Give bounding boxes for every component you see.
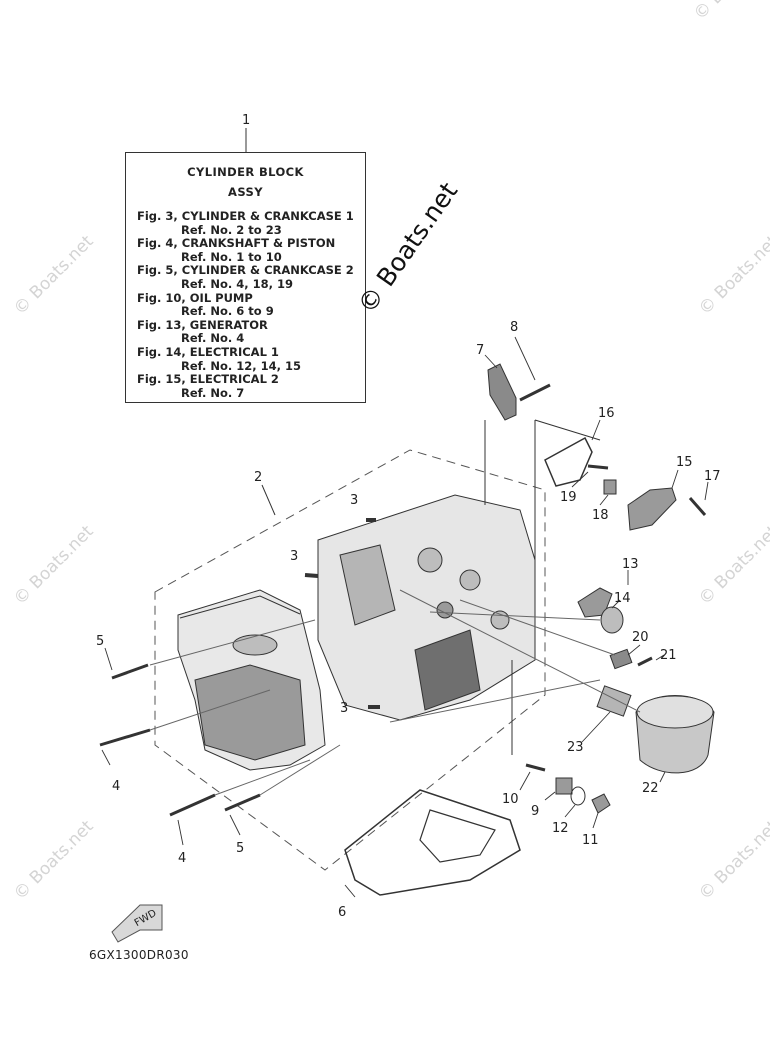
oring-12-part (570, 786, 586, 806)
diagram-code: 6GX1300DR030 (89, 948, 189, 962)
callout-16: 16 (598, 406, 615, 421)
bolt-5a-part (111, 663, 149, 680)
legend-fig: Fig. 14, ELECTRICAL 1 (137, 344, 279, 359)
callout-5a: 5 (96, 634, 104, 649)
assembly-dashed-outline (154, 449, 546, 871)
callout-3b: 3 (290, 549, 298, 564)
bolt-19-part (587, 464, 609, 470)
legend-title-line2: ASSY (228, 185, 263, 199)
legend-ref: Ref. No. 1 to 10 (181, 249, 282, 264)
callout-20: 20 (632, 630, 649, 645)
callout-18: 18 (592, 508, 609, 523)
pin-18-part (603, 479, 617, 495)
bolt-paths (149, 589, 641, 796)
legend-entries: Fig. 3, CYLINDER & CRANKCASE 1 Ref. No. … (137, 209, 365, 400)
callout-6: 6 (338, 905, 346, 920)
callout-23: 23 (567, 740, 584, 755)
legend-box: CYLINDER BLOCK ASSY Fig. 3, CYLINDER & C… (125, 152, 366, 403)
bolt-17-part (688, 497, 707, 516)
callout-8: 8 (510, 320, 518, 335)
legend-fig: Fig. 13, GENERATOR (137, 317, 268, 332)
callout-2: 2 (254, 470, 262, 485)
dowel-9-part (555, 777, 573, 795)
legend-fig: Fig. 3, CYLINDER & CRANKCASE 1 (137, 209, 354, 223)
legend-ref: Ref. No. 2 to 23 (181, 222, 282, 237)
legend-fig: Fig. 4, CRANKSHAFT & PISTON (137, 236, 336, 251)
callout-3a: 3 (350, 493, 358, 508)
cylinder-part (177, 589, 326, 771)
leader-16-link (534, 419, 601, 441)
legend-ref: Ref. No. 4 (181, 331, 245, 346)
callout-9: 9 (531, 804, 539, 819)
callout-7: 7 (476, 343, 484, 358)
bolt-8-part (519, 383, 551, 402)
gasket-6-part (344, 789, 521, 896)
legend-fig: Fig. 5, CYLINDER & CRANKCASE 2 (137, 263, 354, 278)
crankcase-part (317, 494, 536, 721)
housing-15-part (627, 487, 677, 531)
callout-14: 14 (614, 591, 631, 606)
legend-fig: Fig. 15, ELECTRICAL 2 (137, 372, 279, 387)
oring-14-part (600, 606, 624, 634)
fitting-13-part (577, 587, 613, 618)
callout-12: 12 (552, 821, 569, 836)
callout-11: 11 (582, 833, 599, 848)
bolt-5b-part (224, 793, 261, 812)
sleeve-23-part (596, 685, 632, 717)
callout-4a: 4 (112, 779, 120, 794)
callout-5b: 5 (236, 841, 244, 856)
oil-filter-22-part (635, 695, 715, 774)
bolt-21-part (637, 656, 653, 667)
callout-4b: 4 (178, 851, 186, 866)
callout-15: 15 (676, 455, 693, 470)
bolt-3b-part (304, 573, 319, 578)
legend-ref: Ref. No. 12, 14, 15 (181, 358, 302, 373)
callout-1: 1 (242, 113, 250, 128)
callout-13: 13 (622, 557, 639, 572)
gasket-16-part (544, 436, 593, 487)
callout-22: 22 (642, 781, 659, 796)
legend-ref: Ref. No. 4, 18, 19 (181, 276, 294, 291)
gasket-6-inner (419, 809, 496, 863)
bolt-4b-part (169, 793, 216, 817)
legend-ref: Ref. No. 7 (181, 385, 245, 400)
bolt-4a-part (99, 728, 151, 747)
legend-ref: Ref. No. 6 to 9 (181, 304, 274, 319)
pin-20-part (609, 648, 633, 670)
callout-10: 10 (502, 792, 519, 807)
fwd-arrow-icon (111, 904, 163, 943)
legend-fig: Fig. 10, OIL PUMP (137, 290, 253, 305)
callout-3c: 3 (340, 701, 348, 716)
pin-10-part (525, 763, 546, 772)
callout-21: 21 (660, 648, 677, 663)
bracket-7-part (487, 363, 517, 421)
legend-title-line1: CYLINDER BLOCK (187, 165, 304, 179)
callout-19: 19 (560, 490, 577, 505)
callout-17: 17 (704, 469, 721, 484)
leader-2 (261, 484, 276, 516)
plug-11-part (591, 793, 611, 814)
